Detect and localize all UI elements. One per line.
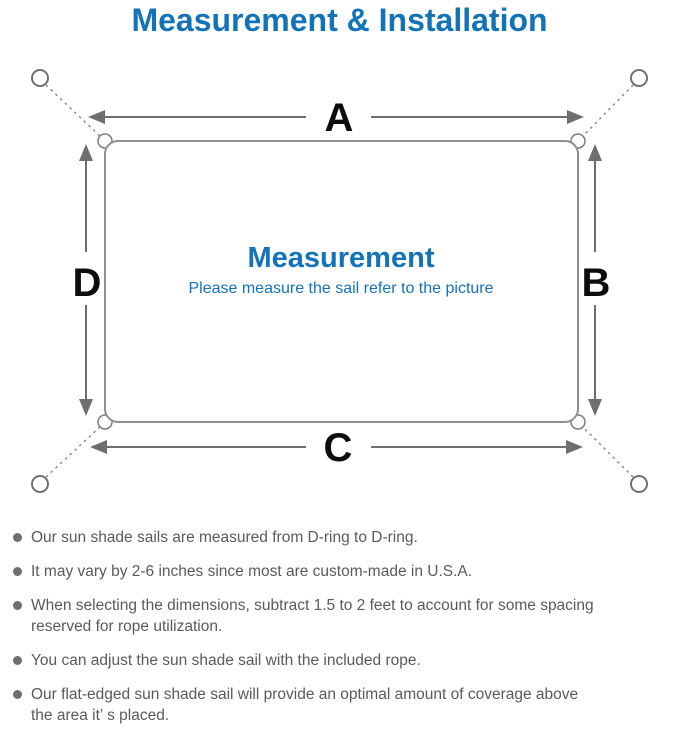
sail-rectangle [104,140,579,423]
anchor-ring-bottom-left-icon [31,475,49,493]
anchor-ring-top-left-icon [31,69,49,87]
note-text: When selecting the dimensions, subtract … [31,595,594,637]
note-text: Our flat-edged sun shade sail will provi… [31,684,578,726]
anchor-ring-top-right-icon [630,69,648,87]
note-item: When selecting the dimensions, subtract … [12,595,667,637]
arrow-a-right-head-icon [567,110,584,124]
anchor-dashed-lines [45,84,634,478]
arrow-c-left-head-icon [90,440,107,454]
note-item: You can adjust the sun shade sail with t… [12,650,667,671]
dashed-line-bottom-right [581,425,634,478]
dimension-label-b: B [582,261,611,305]
dashed-line-bottom-left [45,425,102,478]
bullet-dot-icon [13,601,22,610]
note-line: When selecting the dimensions, subtract … [31,597,594,614]
note-line: You can adjust the sun shade sail with t… [31,652,421,669]
bullet-dot-icon [13,656,22,665]
note-item: Our sun shade sails are measured from D-… [12,527,667,548]
sail-measurement-diagram: A B C D Measurement Please measure the s… [31,69,648,493]
arrow-d-top-head-icon [79,144,93,161]
bullet-dot-icon [13,690,22,699]
arrow-a-left-head-icon [88,110,105,124]
dimension-label-d: D [73,261,102,305]
dashed-line-top-right [581,84,634,138]
note-line: the area it’ s placed. [31,707,170,724]
bullet-dot-icon [13,567,22,576]
arrow-b-top-head-icon [588,144,602,161]
diagram-center-title: Measurement [248,242,435,274]
dimension-label-a: A [325,96,354,140]
note-line: It may vary by 2-6 inches since most are… [31,563,473,580]
note-item: It may vary by 2-6 inches since most are… [12,561,667,582]
note-text: It may vary by 2-6 inches since most are… [31,561,472,582]
note-line: reserved for rope utilization. [31,618,223,635]
note-line: Our flat-edged sun shade sail will provi… [31,686,579,703]
diagram-center-subtitle: Please measure the sail refer to the pic… [188,280,493,297]
arrow-d-bottom-head-icon [79,399,93,416]
anchor-rings [31,69,648,493]
page-title: Measurement & Installation [131,2,548,38]
note-line: Our sun shade sails are measured from D-… [31,529,418,546]
dashed-line-top-left [45,84,102,138]
dimension-label-c: C [324,426,353,470]
note-item: Our flat-edged sun shade sail will provi… [12,684,667,726]
arrow-c-right-head-icon [566,440,583,454]
note-text: Our sun shade sails are measured from D-… [31,527,418,548]
anchor-ring-bottom-right-icon [630,475,648,493]
bullet-dot-icon [13,533,22,542]
note-text: You can adjust the sun shade sail with t… [31,650,421,671]
arrow-b-bottom-head-icon [588,399,602,416]
notes-list: Our sun shade sails are measured from D-… [12,527,667,739]
